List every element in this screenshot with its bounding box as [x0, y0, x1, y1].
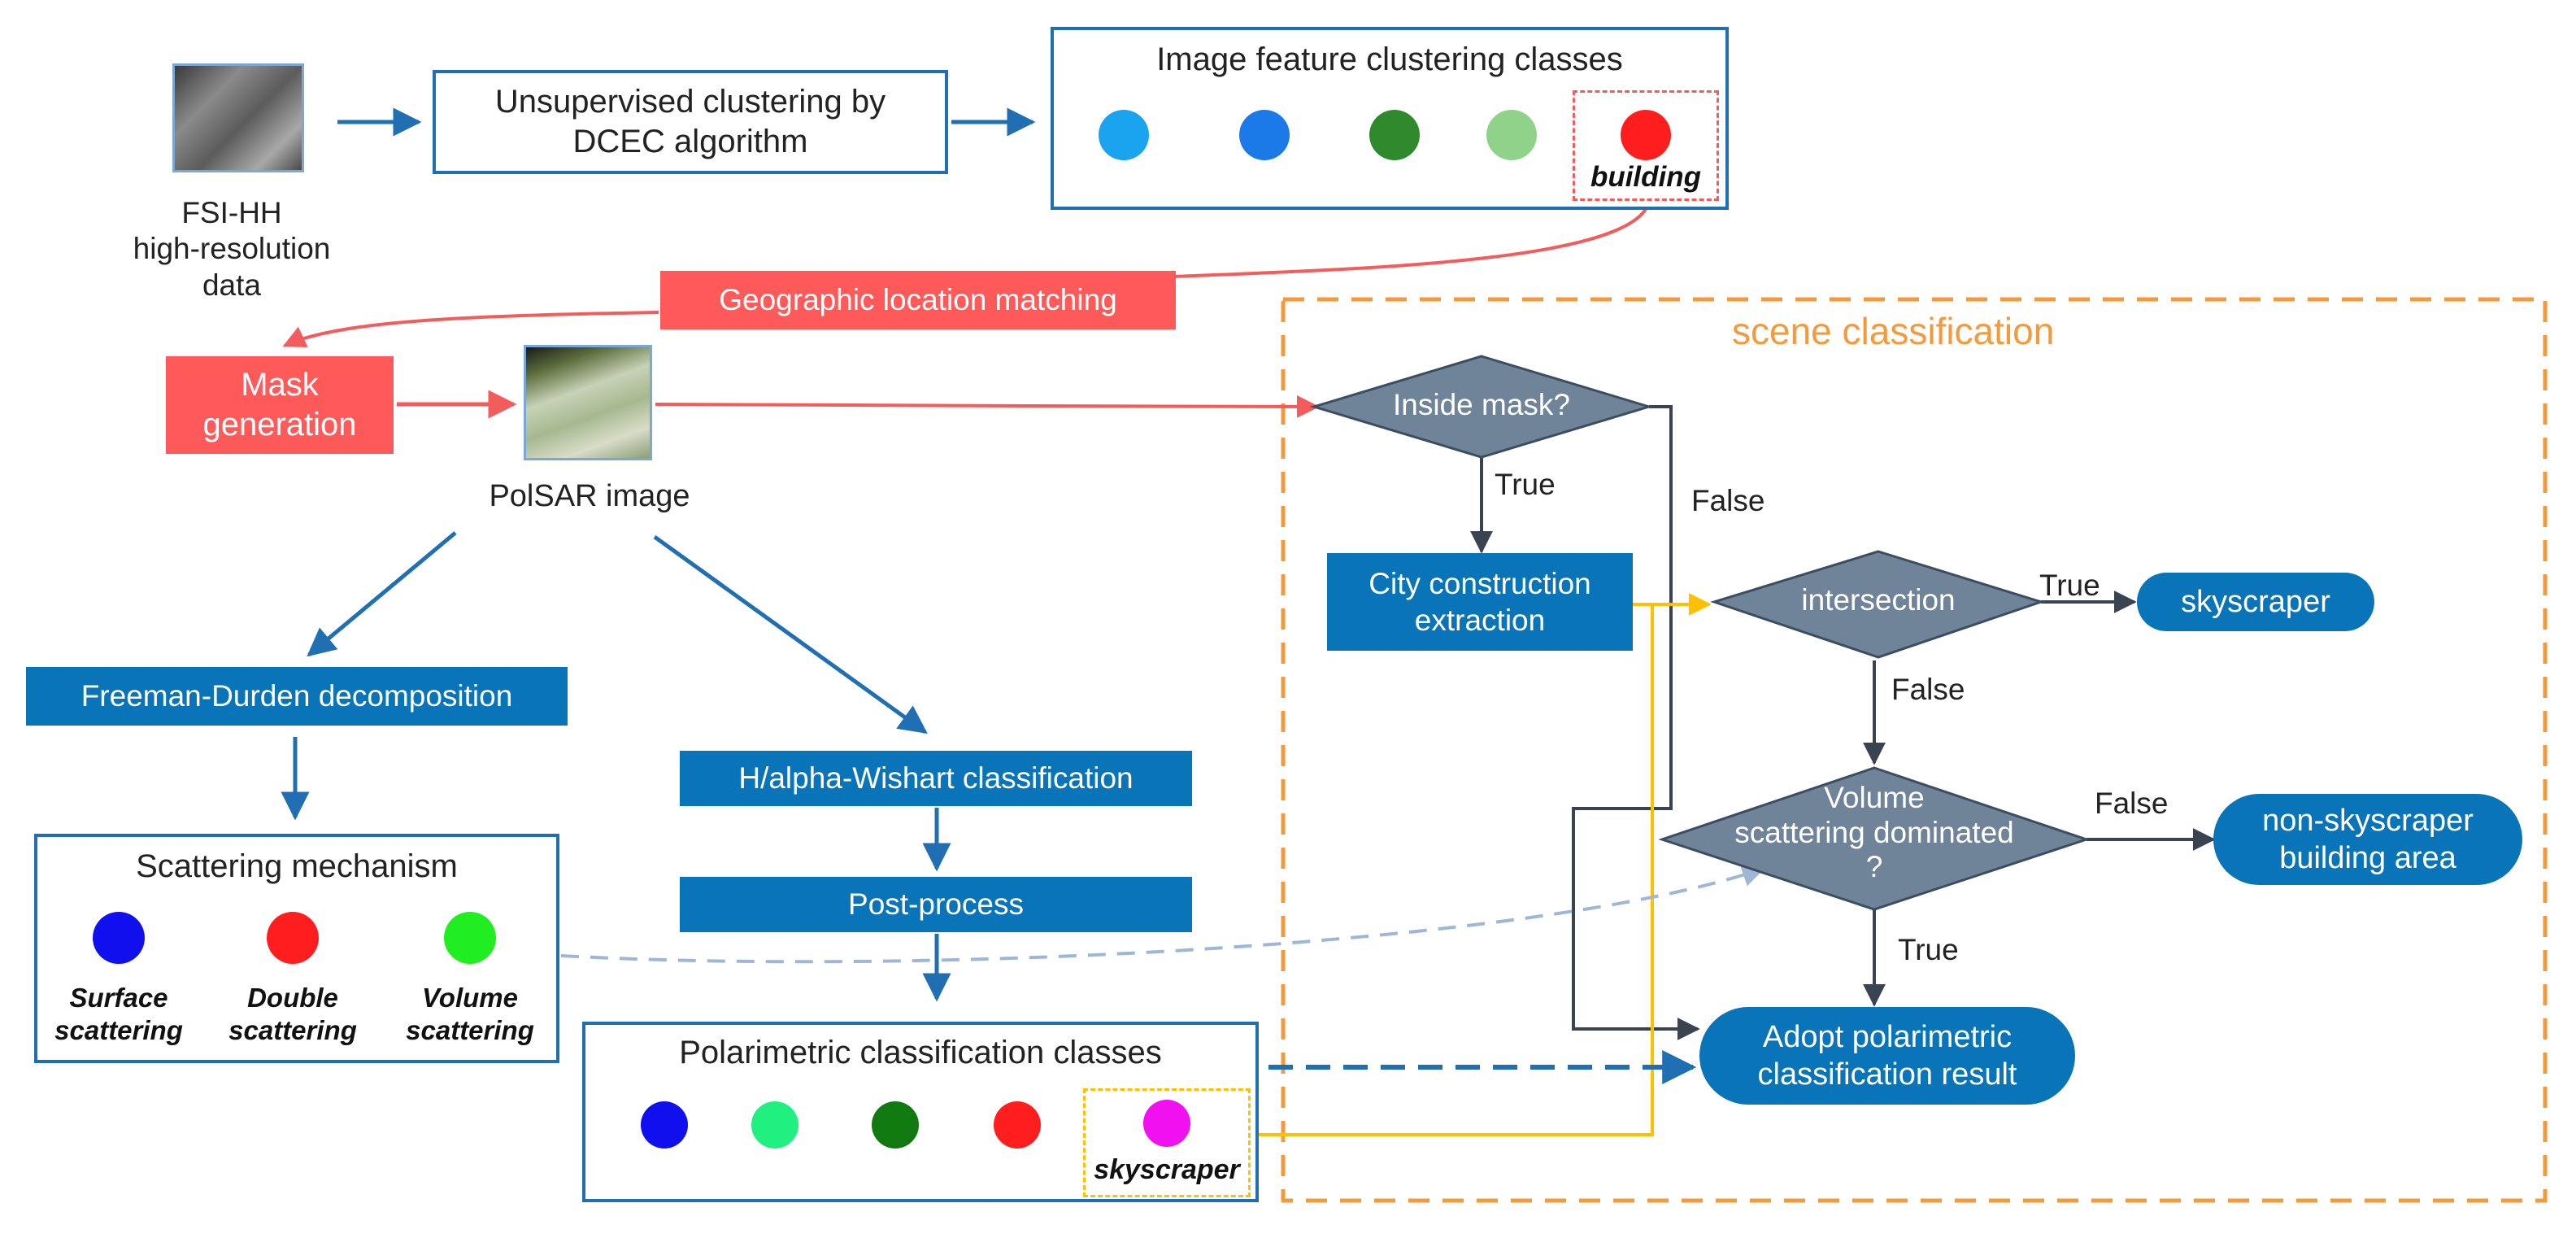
feature-dot-3	[1369, 110, 1420, 160]
feature-dot-1	[1099, 110, 1149, 160]
inside-mask-label: Inside mask?	[1393, 388, 1570, 421]
fsi-hh-thumbnail	[172, 63, 304, 172]
feature-classes-box: Image feature clustering classes buildin…	[1051, 27, 1729, 210]
freeman-box: Freeman-Durden decomposition	[26, 667, 568, 726]
skyscraper-node: skyscraper	[2137, 573, 2374, 631]
non-skyscraper-node: non-skyscraper building area	[2213, 794, 2522, 885]
inside-true-label: True	[1495, 468, 1556, 501]
feature-dot-4	[1486, 110, 1537, 160]
input-label: FSI-HH high-resolution data	[133, 196, 331, 302]
arrow-inside-false	[1572, 405, 1700, 1040]
adopt-node: Adopt polarimetric classification result	[1699, 1007, 2075, 1105]
adopt-label: Adopt polarimetric classification result	[1757, 1019, 2017, 1092]
feature-dot-2	[1239, 110, 1290, 160]
arrow-geo-to-mask	[282, 311, 659, 347]
city-extraction-label: City construction extraction	[1368, 566, 1591, 637]
arrow-skyscraper-class-to-intersection	[1252, 604, 1654, 1136]
double-dot	[267, 912, 319, 964]
intersection-label: intersection	[1801, 583, 1956, 617]
freeman-label: Freeman-Durden decomposition	[80, 679, 513, 713]
inside-false-label: False	[1691, 484, 1765, 517]
feature-dot-5	[1621, 110, 1671, 160]
dcec-label: Unsupervised clustering by DCEC algorith…	[494, 84, 886, 159]
skyscraper-class-label: skyscraper	[1094, 1154, 1240, 1185]
mask-generation-label: Mask generation	[202, 367, 357, 442]
surface-dot	[93, 912, 145, 964]
scene-title: scene classification	[1732, 310, 2055, 352]
volume-label: Volume scattering	[406, 983, 534, 1045]
arrow-polsar-to-insidemask	[655, 395, 1320, 418]
double-label: Double scattering	[228, 983, 357, 1045]
pol-dot-2	[751, 1101, 798, 1149]
skyscraper-node-label: skyscraper	[2181, 584, 2330, 619]
polsar-thumbnail	[524, 345, 652, 460]
scene-frame	[1281, 297, 2548, 1203]
city-extraction-box: City construction extraction	[1327, 553, 1633, 651]
pol-classes-box: Polarimetric classification classes skys…	[582, 1022, 1259, 1202]
pol-dot-1	[641, 1101, 688, 1149]
volume-false-label: False	[2095, 787, 2169, 820]
surface-label: Surface scattering	[54, 983, 183, 1045]
halpha-box: H/alpha-Wishart classification	[680, 751, 1192, 806]
mask-generation-box: Mask generation	[166, 356, 394, 454]
geo-matching-label: Geographic location matching	[719, 283, 1117, 317]
halpha-label: H/alpha-Wishart classification	[738, 761, 1134, 796]
building-highlight	[1573, 90, 1719, 201]
volume-diamond	[1658, 766, 2091, 911]
pol-dot-3	[872, 1101, 919, 1149]
dcec-box: Unsupervised clustering by DCEC algorith…	[433, 70, 948, 174]
scattering-title: Scattering mechanism	[136, 848, 458, 884]
arrow-polsar-to-freeman	[307, 531, 457, 657]
volume-dot	[444, 912, 496, 964]
pol-dot-4	[994, 1101, 1041, 1149]
geo-matching-box: Geographic location matching	[660, 271, 1176, 329]
polsar-label: PolSAR image	[489, 479, 690, 513]
volume-dominated-label: Volume scattering dominated ?	[1734, 781, 2014, 884]
intersection-false-label: False	[1891, 673, 1965, 706]
postprocess-box: Post-process	[680, 877, 1192, 932]
pol-dot-5	[1143, 1100, 1190, 1147]
scattering-box: Scattering mechanism Surface scattering …	[34, 834, 559, 1063]
arrow-scattering-to-volume	[560, 864, 1765, 964]
pol-classes-title: Polarimetric classification classes	[679, 1035, 1162, 1070]
arrow-polsar-to-halpha	[653, 534, 928, 735]
inside-mask-diamond	[1309, 355, 1654, 459]
feature-classes-title: Image feature clustering classes	[1156, 41, 1623, 77]
arrow-building-to-geo	[1173, 201, 1651, 278]
intersection-diamond	[1710, 550, 2045, 659]
intersection-true-label: True	[2039, 569, 2100, 602]
skyscraper-highlight	[1083, 1088, 1251, 1197]
postprocess-label: Post-process	[848, 887, 1024, 922]
non-skyscraper-label: non-skyscraper building area	[2262, 803, 2474, 875]
volume-true-label: True	[1898, 933, 1959, 966]
building-label: building	[1590, 161, 1702, 193]
